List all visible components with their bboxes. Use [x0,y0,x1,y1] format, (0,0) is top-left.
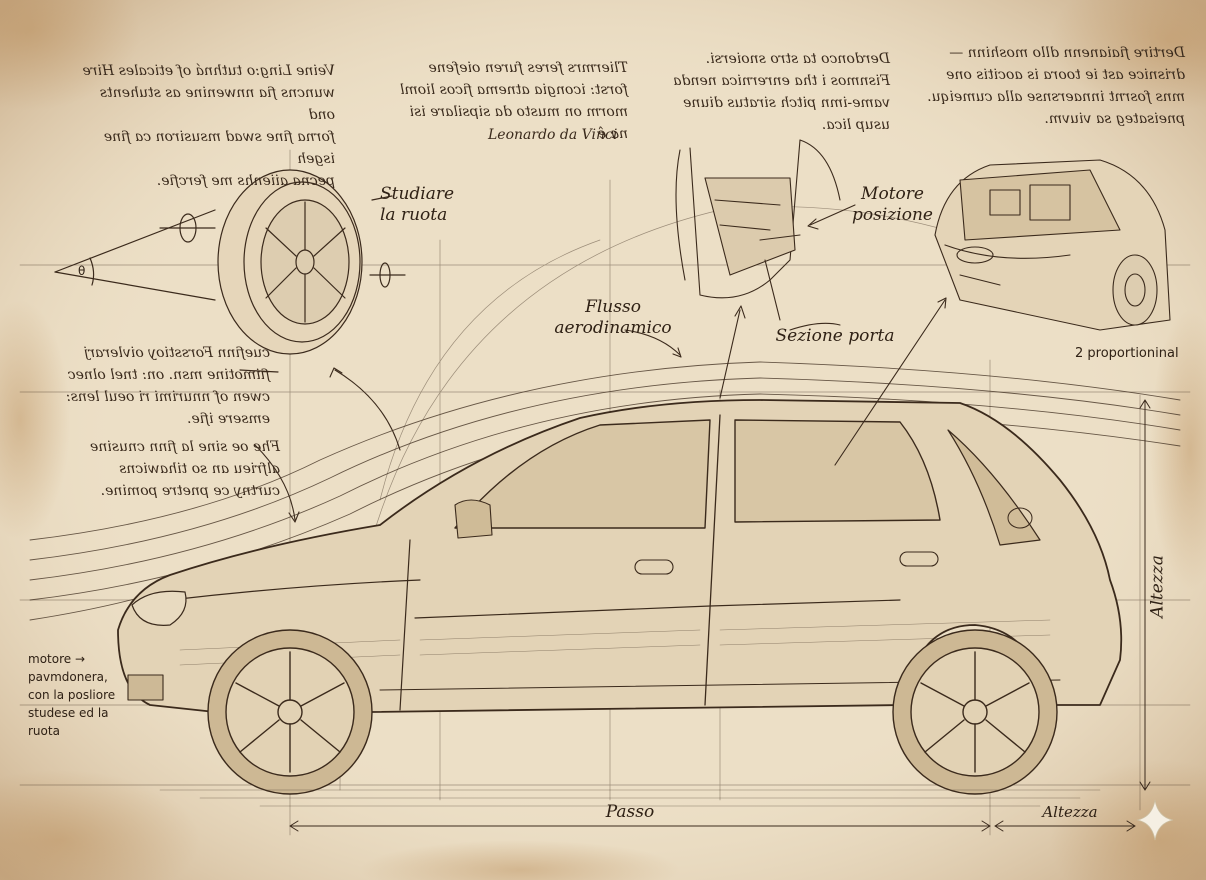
note-left-bottom: motore → pavmdonera, con la posliore stu… [28,652,116,738]
car-body [117,399,1123,713]
label-wheel-study: Studiare la ruota [380,184,455,225]
label-wheelbase: Passo [605,802,655,822]
callout-arrows [254,204,947,523]
note-signature: Leonardo da Vinci [488,127,618,143]
note-top-left: Veine Ling:o tuthná of eticales Hire wun… [82,63,336,189]
label-height-bottom: Altezza [1042,803,1098,821]
note-left-mid-2: Fhe oe sine la finn cnusine alfrieu an s… [90,439,280,499]
rear-wheel [892,629,1058,795]
front-wheel [207,629,373,795]
label-engine-position: Motore posizione [852,184,933,225]
dimension-lines [289,399,1151,832]
note-top-mid-right: Derdonco ta stro snoiersi. Fisnmos i tha… [673,51,890,133]
note-left-mid-1: cuefinn Forsstioy oivlerarj fiimotine ms… [65,345,270,427]
wheel-study-drawing [54,169,406,373]
sparkle-icon [1136,799,1174,841]
engine-bay-drawing [934,159,1171,331]
label-door-section: Sezione porta [775,326,895,346]
label-angle-theta: θ [78,264,86,278]
label-aero-flow: Flusso aerodinamico [554,297,672,338]
label-height-vertical: Altezza [1147,555,1168,618]
label-proportion: 2 proportioninal [1075,346,1179,361]
door-section-drawing [675,139,841,299]
note-top-right: Dertire fiaianenn dllo moshinn — drisnic… [927,45,1185,127]
ground-shadow [159,789,1101,807]
